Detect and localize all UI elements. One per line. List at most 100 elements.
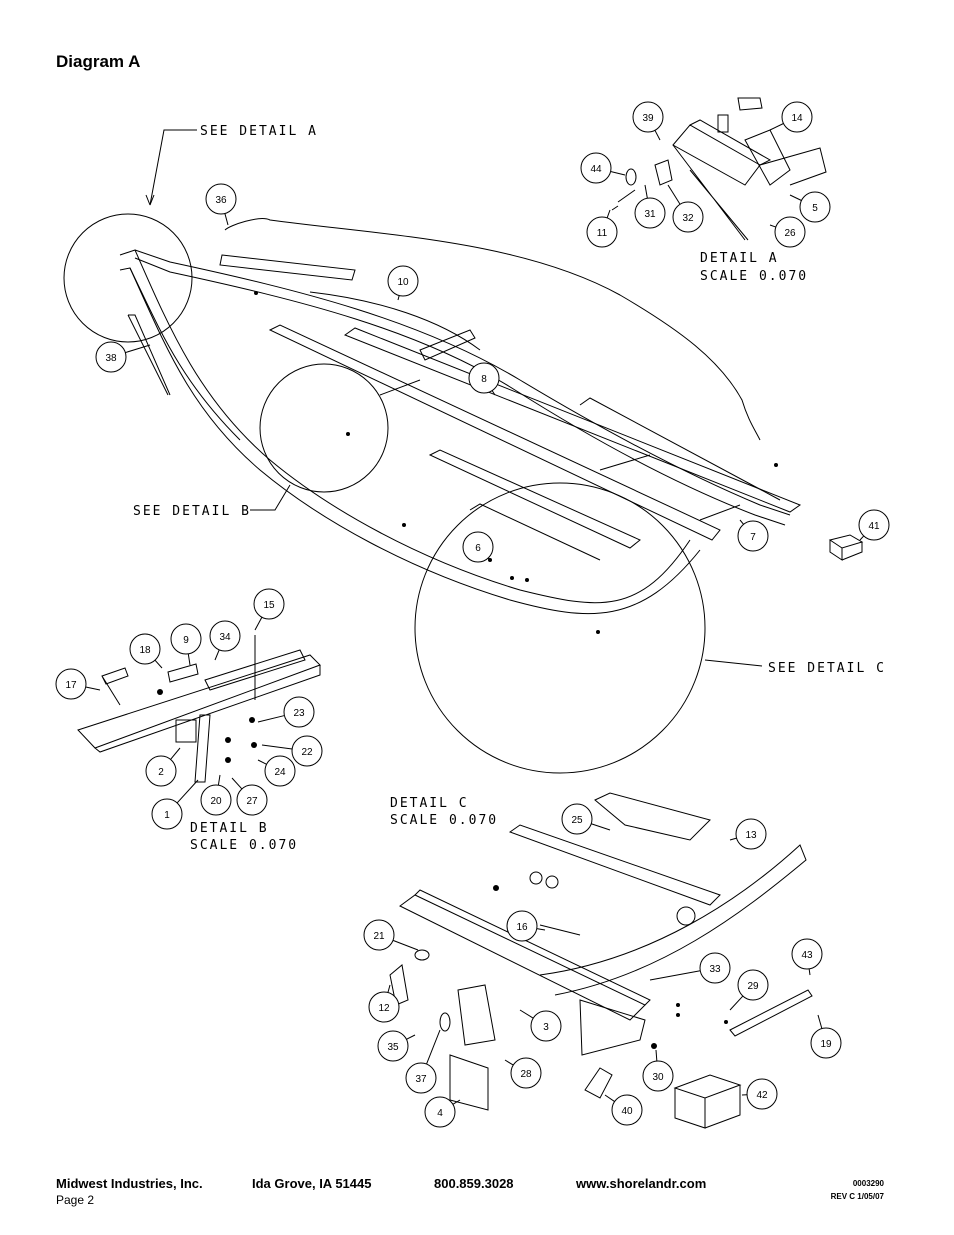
- part-balloon: [55, 668, 87, 700]
- balloon-leader: [187, 653, 191, 666]
- part-number-27: 27: [246, 796, 258, 807]
- part-number-17: 17: [65, 680, 77, 691]
- part-number-24: 24: [274, 767, 286, 778]
- part-number-4: 4: [437, 1108, 443, 1119]
- balloon-leader: [217, 774, 221, 786]
- balloon-leader: [610, 171, 626, 176]
- balloon-leader: [254, 616, 263, 631]
- see-detail-c-label: SEE DETAIL C: [768, 661, 886, 676]
- part-number-22: 22: [301, 747, 313, 758]
- balloon-leader: [397, 295, 400, 301]
- part-number-44: 44: [590, 164, 602, 175]
- balloon-leader: [519, 1009, 534, 1019]
- part-balloon: [810, 1027, 842, 1059]
- part-number-42: 42: [756, 1090, 768, 1101]
- part-number-19: 19: [820, 1039, 832, 1050]
- part-balloon: [387, 265, 419, 297]
- part-number-12: 12: [378, 1003, 390, 1014]
- detail-b-circle: [259, 363, 389, 493]
- part-balloon: [672, 201, 704, 233]
- detail-c-scale: SCALE 0.070: [390, 813, 498, 828]
- balloon-leader: [504, 1059, 514, 1066]
- part-number-33: 33: [709, 964, 721, 975]
- balloon-leader: [649, 970, 701, 981]
- part-number-9: 9: [183, 635, 189, 646]
- balloon-leader: [739, 519, 744, 525]
- balloon-leader: [789, 194, 802, 201]
- detail-c-label: DETAIL C: [390, 796, 469, 811]
- balloon-leader: [392, 939, 419, 951]
- part-balloon: [283, 696, 315, 728]
- footer-city: Ida Grove, IA 51445: [252, 1176, 372, 1191]
- part-balloon: [468, 362, 500, 394]
- footer-company: Midwest Industries, Inc.: [56, 1176, 203, 1191]
- footer-website[interactable]: www.shorelandr.com: [576, 1176, 707, 1191]
- detail-a-drawing: [611, 97, 827, 241]
- part-number-30: 30: [652, 1072, 664, 1083]
- part-balloon: [368, 991, 400, 1023]
- part-balloon: [634, 197, 666, 229]
- balloon-leader: [426, 1029, 441, 1065]
- balloon-leader: [85, 686, 101, 691]
- part-number-38: 38: [105, 353, 117, 364]
- part-balloon: [424, 1096, 456, 1128]
- part-balloon: [151, 798, 183, 830]
- part-number-35: 35: [387, 1042, 399, 1053]
- balloon-leader: [231, 777, 243, 790]
- detail-a-circle: [63, 213, 193, 343]
- part-balloon: [129, 633, 161, 665]
- part-number-40: 40: [621, 1106, 633, 1117]
- doc-number: 0003290: [852, 1179, 884, 1188]
- part-balloon: [530, 1010, 562, 1042]
- balloon-leader: [591, 823, 611, 831]
- part-number-10: 10: [397, 277, 409, 288]
- balloon-leader: [491, 390, 496, 396]
- detail-a-scale: SCALE 0.070: [700, 269, 808, 284]
- balloon-leader: [654, 130, 661, 141]
- callout-leaders: [145, 129, 763, 667]
- balloon-leader: [859, 535, 865, 541]
- balloon-leader: [224, 213, 229, 226]
- part-balloon: [170, 623, 202, 655]
- balloon-leader: [769, 224, 777, 228]
- part-number-21: 21: [373, 931, 385, 942]
- balloon-leader: [257, 759, 267, 765]
- part-balloon: [95, 341, 127, 373]
- parts-diagram: SEE DETAIL A SEE DETAIL B SEE DETAIL C D…: [55, 97, 890, 1129]
- balloon-leader: [655, 1049, 658, 1062]
- detail-b-scale: SCALE 0.070: [190, 838, 298, 853]
- part-number-14: 14: [791, 113, 803, 124]
- part-balloon: [735, 818, 767, 850]
- part-balloon: [580, 152, 612, 184]
- part-number-2: 2: [158, 767, 164, 778]
- balloon-leader: [406, 1034, 416, 1040]
- part-balloon: [791, 938, 823, 970]
- balloon-leader: [125, 344, 151, 354]
- part-balloon: [642, 1060, 674, 1092]
- balloon-leader: [387, 984, 391, 993]
- part-balloon: [781, 101, 813, 133]
- footer-phone: 800.859.3028: [434, 1176, 514, 1191]
- balloon-leader: [214, 649, 220, 661]
- see-detail-b-label: SEE DETAIL B: [133, 504, 251, 519]
- balloon-leader: [154, 659, 163, 669]
- part-number-5: 5: [812, 203, 818, 214]
- part-balloon: [561, 803, 593, 835]
- detail-a-label: DETAIL A: [700, 251, 779, 266]
- part-number-43: 43: [801, 950, 813, 961]
- detail-c-circle: [414, 482, 706, 774]
- part-number-15: 15: [263, 600, 275, 611]
- document-number: 0003290 REV C 1/05/07: [831, 1177, 884, 1203]
- doc-revision: REV C 1/05/07: [830, 1192, 884, 1201]
- part-balloon: [200, 784, 232, 816]
- part-number-7: 7: [750, 532, 756, 543]
- balloon-leader: [667, 184, 681, 205]
- balloon-leader: [606, 209, 611, 219]
- part-balloon: [699, 952, 731, 984]
- part-number-36: 36: [215, 195, 227, 206]
- balloon-leader: [769, 123, 784, 131]
- balloon-leader: [170, 747, 181, 760]
- part-balloon: [236, 784, 268, 816]
- see-detail-a-label: SEE DETAIL A: [200, 124, 318, 139]
